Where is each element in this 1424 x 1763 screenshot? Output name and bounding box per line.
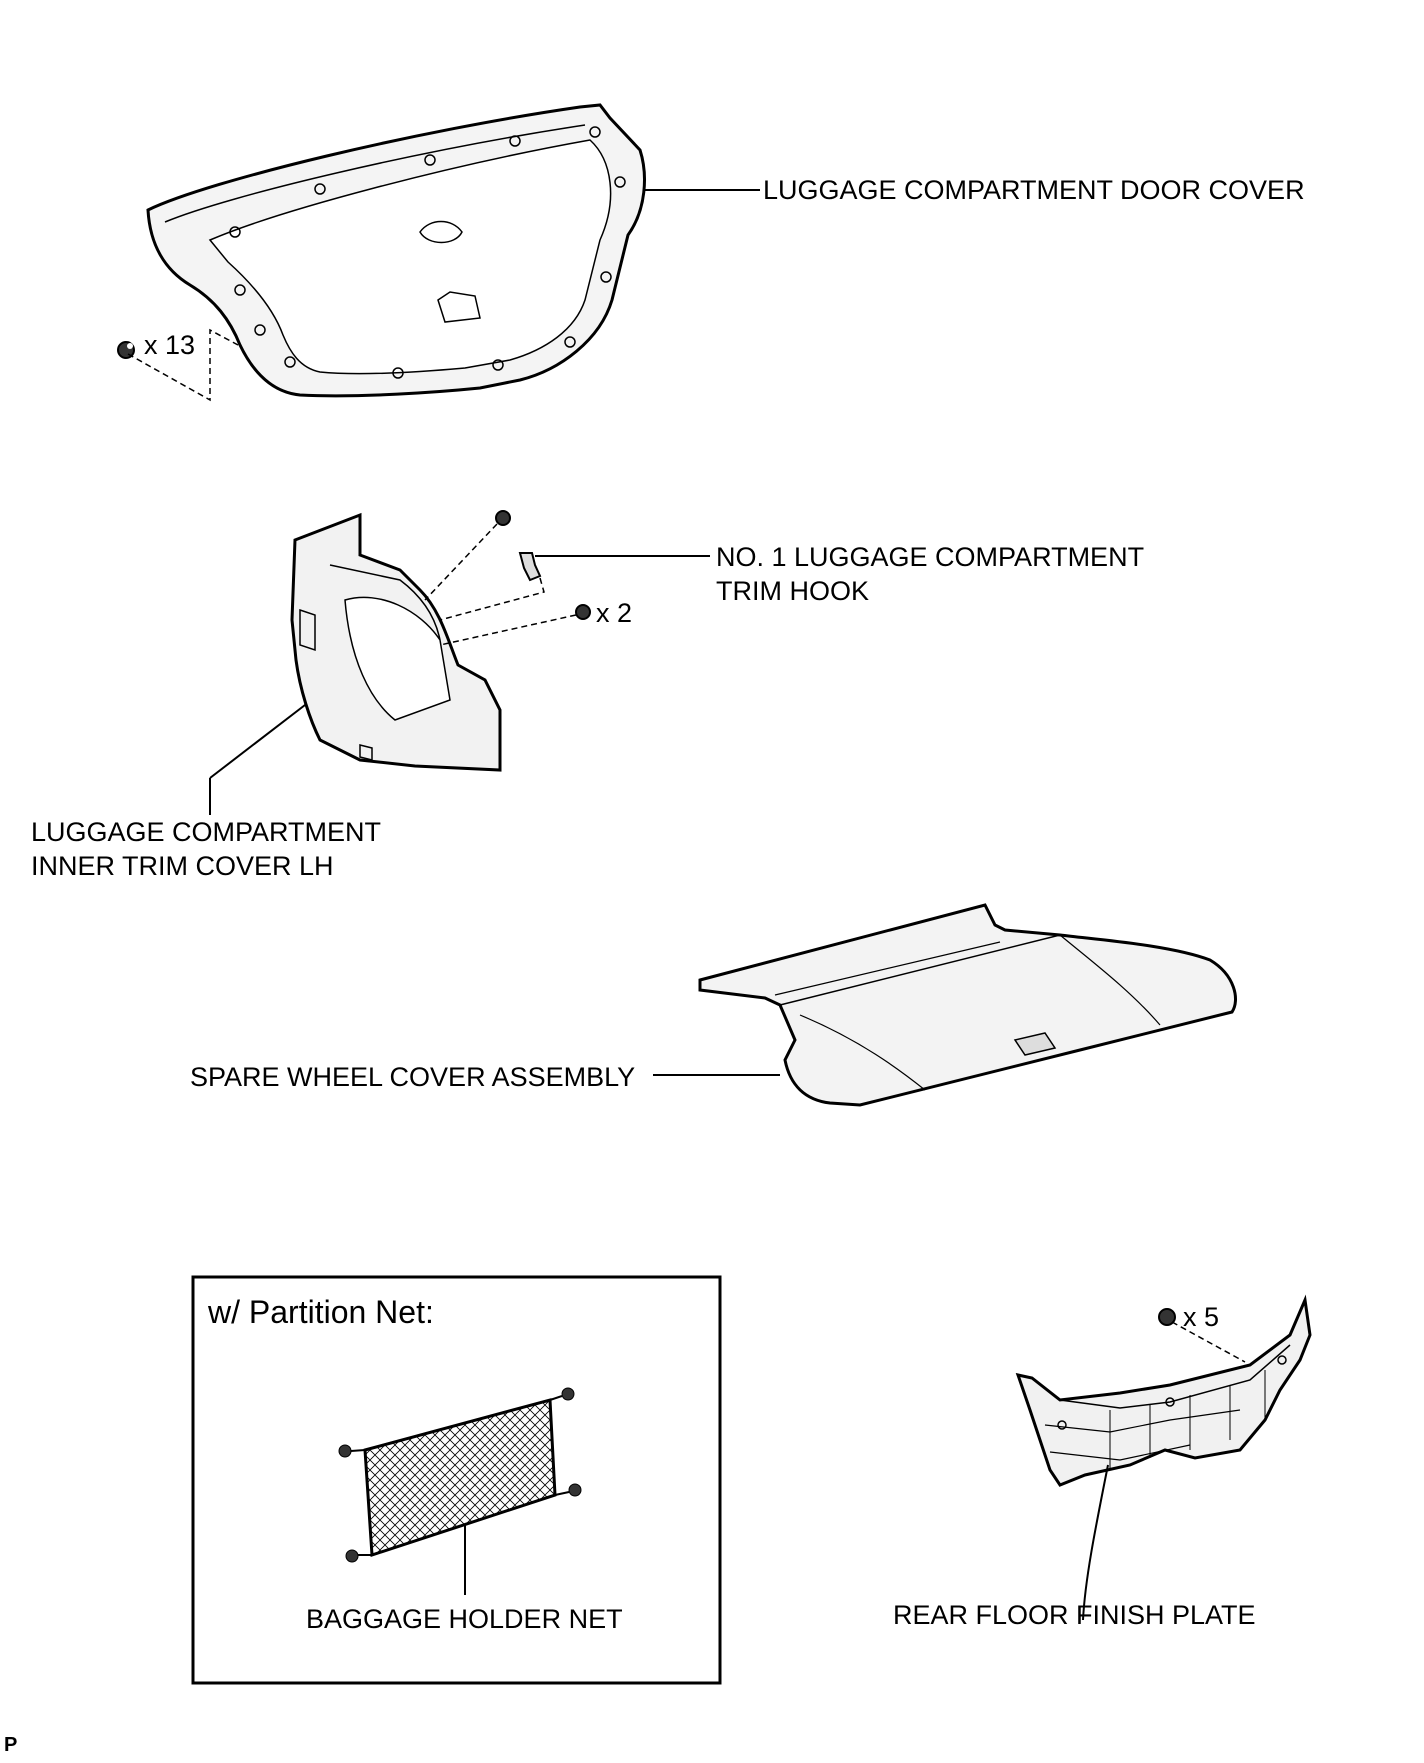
- door-clip-count: x 13: [144, 330, 196, 360]
- trim-clip-icon: [424, 510, 511, 601]
- trim-hook-icon: [439, 552, 710, 621]
- inner-trim-cover-part: [209, 512, 502, 815]
- spare-wheel-cover-part: [653, 903, 1237, 1107]
- door-cover-part: [146, 103, 760, 398]
- partition-net-title: w/ Partition Net:: [208, 1294, 434, 1330]
- trim-screw-count: x 2: [596, 598, 633, 628]
- trim-screw-icon: [439, 604, 591, 646]
- corner-mark: P: [4, 1734, 18, 1756]
- inner-trim-label-line2: INNER TRIM COVER LH: [31, 851, 334, 881]
- inner-trim-label-line1: LUGGAGE COMPARTMENT: [31, 817, 382, 847]
- trim-hook-label-line1: NO. 1 LUGGAGE COMPARTMENT: [716, 542, 1145, 572]
- trim-hook-label-line2: TRIM HOOK: [716, 576, 869, 606]
- rear-floor-clip-count: x 5: [1183, 1302, 1220, 1332]
- rear-floor-clip-icon: [1158, 1308, 1246, 1363]
- door-cover-label: LUGGAGE COMPARTMENT DOOR COVER: [763, 175, 1305, 205]
- partition-net-box: [191, 1275, 722, 1685]
- baggage-net-label: BAGGAGE HOLDER NET: [306, 1604, 623, 1634]
- spare-wheel-label: SPARE WHEEL COVER ASSEMBLY: [190, 1062, 636, 1092]
- door-clip-icon: [117, 328, 239, 402]
- baggage-net-part: [338, 1387, 582, 1595]
- rear-floor-label: REAR FLOOR FINISH PLATE: [893, 1600, 1256, 1630]
- rear-floor-plate-part: [1015, 1294, 1312, 1621]
